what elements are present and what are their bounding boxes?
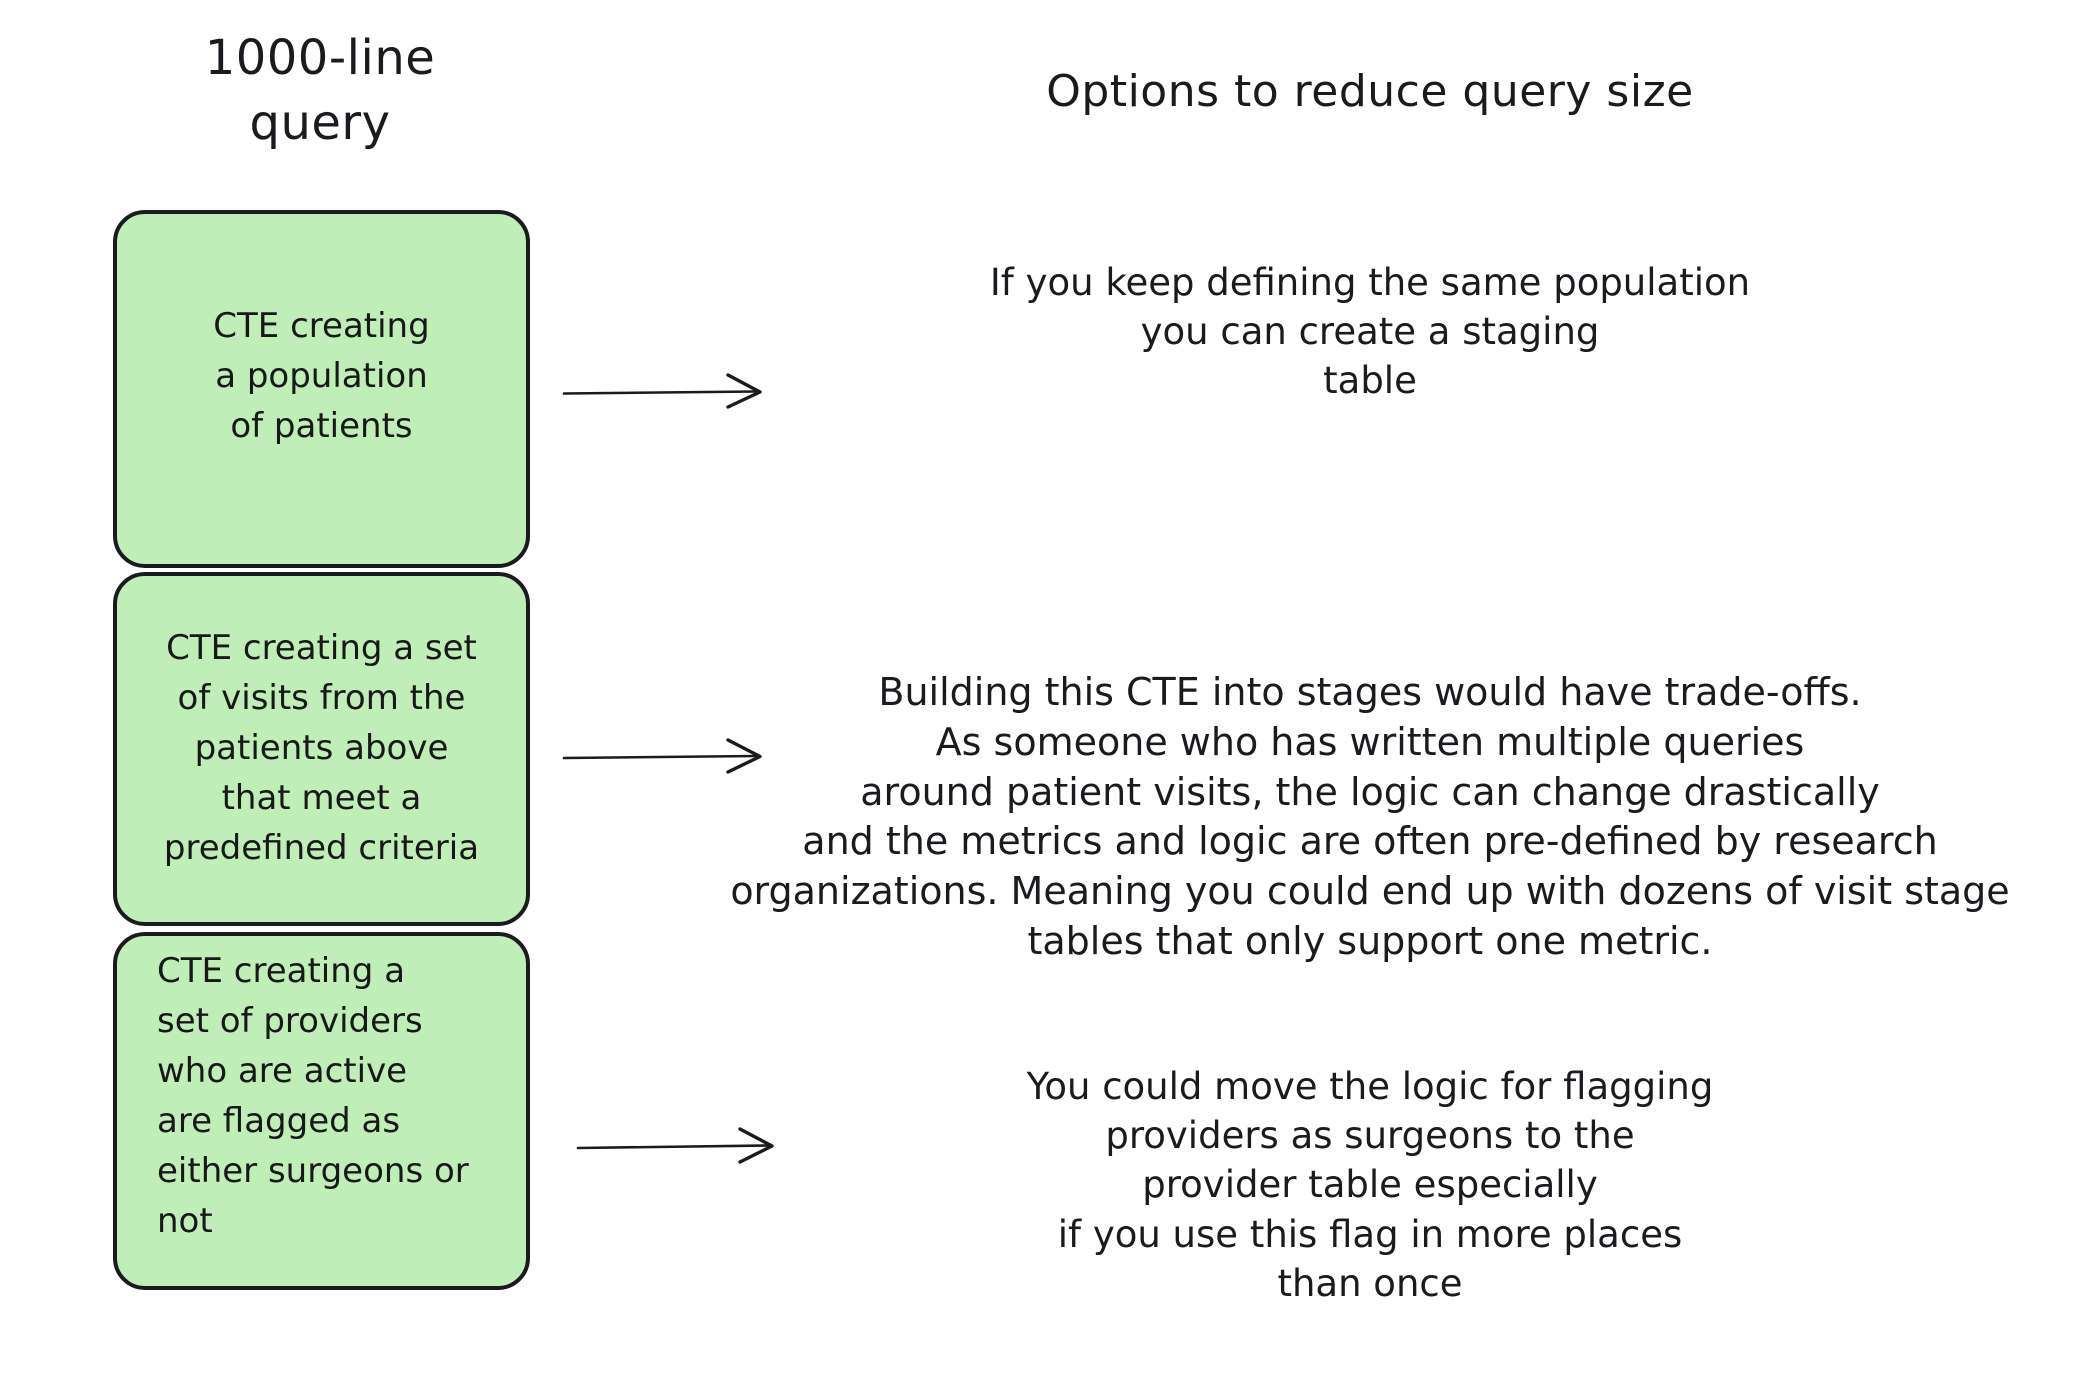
cte-card-population[interactable]: CTE creating a population of patients [113, 210, 530, 568]
cte-card-providers-label: CTE creating a set of providers who are … [157, 951, 469, 1241]
right-column-header: Options to reduce query size [1046, 66, 1694, 117]
note-provider-flag: You could move the logic for flagging pr… [1026, 1065, 1714, 1305]
arrow-right-icon-population [562, 373, 762, 409]
arrow-right-icon-providers [576, 1127, 774, 1164]
left-column-header: 1000-line query [204, 30, 436, 151]
note-staging-table: If you keep defining the same population… [989, 261, 1751, 403]
arrow-right-icon-visits [562, 738, 762, 774]
cte-card-providers[interactable]: CTE creating a set of providers who are … [113, 932, 530, 1290]
note-visit-stage-tradeoffs: Building this CTE into stages would have… [730, 670, 2010, 963]
cte-card-population-label: CTE creating a population of patients [213, 306, 430, 446]
cte-card-visits-label: CTE creating a set of visits from the pa… [163, 628, 480, 868]
cte-card-visits[interactable]: CTE creating a set of visits from the pa… [113, 572, 530, 926]
